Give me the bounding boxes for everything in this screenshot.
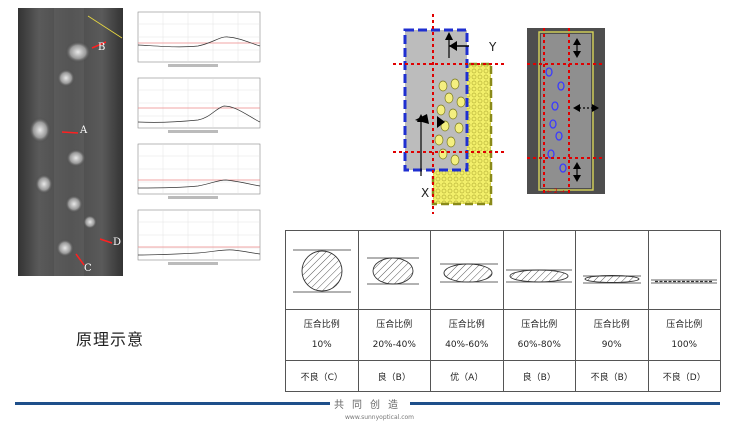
particle-shape-6 [651, 279, 718, 283]
shape-cell-3 [430, 230, 504, 310]
shape-cell-5 [575, 230, 649, 310]
shape-cell-4 [502, 230, 576, 310]
label-b: B [98, 42, 106, 53]
xray-image-right: ← 2 → [527, 28, 605, 195]
bonding-schematic: Y X [393, 14, 505, 214]
grade-cell-4: 良（B） [502, 360, 576, 392]
grade-cell-6: 不良（D） [647, 360, 721, 392]
shape-cell-1 [285, 230, 359, 310]
shape-cell-6 [647, 230, 721, 310]
caption: 原理示意 [76, 330, 145, 349]
footer-url: www.sunnyoptical.com [345, 414, 415, 421]
label-c: C [84, 263, 92, 274]
x-axis-label: X [421, 186, 430, 200]
particle-shape-1 [292, 249, 351, 292]
xray-image-left: B A D C [18, 8, 123, 276]
y-axis-label: Y [489, 40, 497, 54]
label-d: D [113, 237, 122, 248]
xray-graphic [18, 8, 123, 276]
grade-cell-1: 不良（C） [285, 360, 359, 392]
profile-plot-1 [128, 10, 263, 72]
particle-shape-4 [506, 269, 573, 282]
grade-cell-5: 不良（B） [575, 360, 649, 392]
grade-row: 不良（C） 良（B） 优（A） 良（B） 不良（B） 不良（D） [285, 360, 721, 392]
label-a: A [80, 125, 88, 136]
bottom-dimension-label: ← 2 → [547, 188, 565, 195]
footer-logo: 共同创造 [330, 396, 410, 411]
particle-shape-2 [367, 257, 420, 284]
particle-shape-3 [439, 263, 498, 282]
profile-plot-4 [128, 208, 263, 270]
particle-shape-5 [582, 274, 641, 283]
profile-plot-2 [128, 76, 263, 138]
profile-plot-3 [128, 142, 263, 204]
shape-cell-2 [357, 230, 431, 310]
grade-cell-3: 优（A） [430, 360, 504, 392]
grade-cell-2: 良（B） [357, 360, 431, 392]
